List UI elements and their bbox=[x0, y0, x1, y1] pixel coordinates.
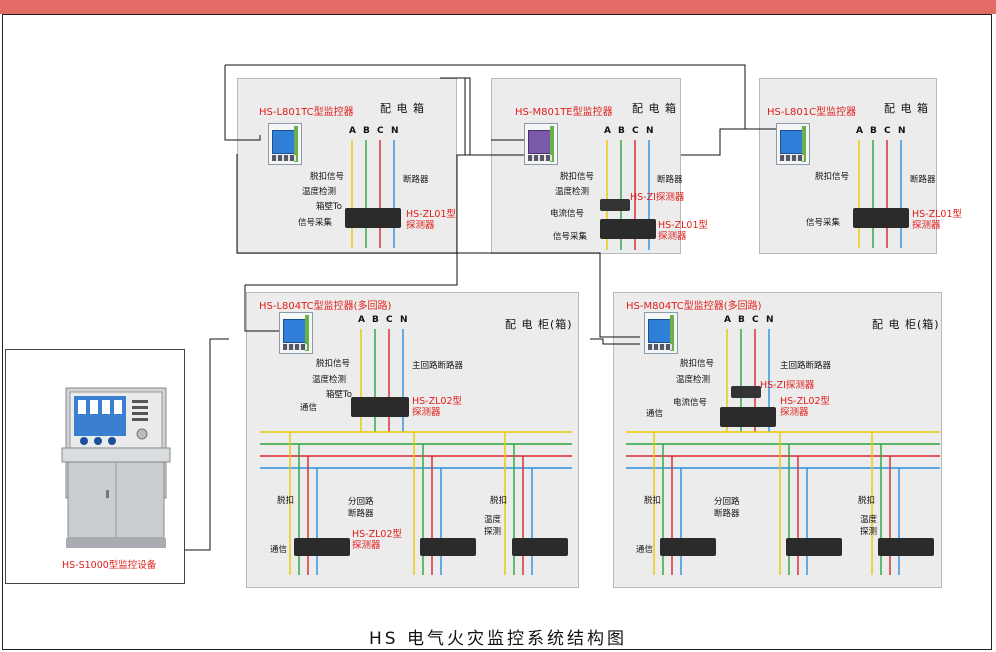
panel1-label: 配 电 箱 bbox=[380, 102, 425, 115]
panel1-boxwall: 箱壁To bbox=[316, 202, 342, 212]
console-cabinet-icon bbox=[61, 387, 171, 548]
panel2-breaker: 断路器 bbox=[657, 175, 683, 185]
panel3-title: HS-L801C型监控器 bbox=[767, 107, 857, 118]
panel2-zi-label: HS-ZI探测器 bbox=[630, 192, 685, 203]
panel3-label: 配 电 箱 bbox=[884, 102, 929, 115]
monitor-device-icon bbox=[268, 123, 302, 165]
panel4-title: HS-L804TC型监控器(多回路) bbox=[259, 301, 392, 312]
panel5-trip: 脱扣信号 bbox=[680, 359, 715, 369]
panel5-label: 配 电 柜(箱) bbox=[872, 318, 940, 331]
panel4-sub-temp: 温度 探测 bbox=[484, 515, 502, 537]
detector-box-icon bbox=[853, 208, 909, 228]
phase-n: N bbox=[400, 315, 408, 325]
ct-sensor-icon bbox=[731, 386, 761, 398]
phase-n: N bbox=[391, 126, 399, 136]
panel1-trip: 脱扣信号 bbox=[310, 172, 345, 182]
detector-box-icon bbox=[351, 397, 409, 417]
panel3-breaker: 断路器 bbox=[910, 175, 936, 185]
panel5-main-breaker: 主回路断路器 bbox=[780, 361, 832, 371]
panel5-zi-label: HS-ZI探测器 bbox=[760, 380, 815, 391]
detector-box-icon bbox=[294, 538, 350, 556]
panel2-collect: 信号采集 bbox=[553, 232, 588, 242]
diagram-frame bbox=[2, 14, 992, 650]
phase-a: A bbox=[724, 315, 731, 325]
detector-box-icon bbox=[345, 208, 401, 228]
panel3-detector-label: HS-ZL01型 探测器 bbox=[912, 209, 962, 231]
panel2-current: 电流信号 bbox=[550, 209, 585, 219]
phase-a: A bbox=[349, 126, 356, 136]
top-accent-bar bbox=[0, 0, 996, 14]
panel5-sub-trip: 脱扣 bbox=[644, 496, 662, 506]
panel4-label: 配 电 柜(箱) bbox=[505, 318, 573, 331]
phase-c: C bbox=[632, 126, 639, 136]
panel5-sub-comm: 通信 bbox=[636, 545, 654, 555]
phase-b: B bbox=[618, 126, 625, 136]
panel4-sub-detector-label: HS-ZL02型 探测器 bbox=[352, 529, 402, 551]
panel4-sub-trip2: 脱扣 bbox=[490, 496, 508, 506]
monitor-device-icon bbox=[524, 123, 558, 165]
phase-c: C bbox=[386, 315, 393, 325]
phase-a: A bbox=[856, 126, 863, 136]
panel1-temp: 温度检测 bbox=[302, 187, 337, 197]
phase-b: B bbox=[363, 126, 370, 136]
panel1-detector-label: HS-ZL01型 探测器 bbox=[406, 209, 456, 231]
monitor-device-icon bbox=[776, 123, 810, 165]
monitor-device-icon bbox=[279, 312, 313, 354]
phase-c: C bbox=[884, 126, 891, 136]
panel4-sub-trip: 脱扣 bbox=[277, 496, 295, 506]
phase-a: A bbox=[358, 315, 365, 325]
panel5-title: HS-M804TC型监控器(多回路) bbox=[626, 301, 762, 312]
detector-box-icon bbox=[878, 538, 934, 556]
panel1-breaker: 断路器 bbox=[403, 175, 429, 185]
phase-b: B bbox=[372, 315, 379, 325]
panel3-trip: 脱扣信号 bbox=[815, 172, 850, 182]
panel4-sub-breaker: 分回路 断路器 bbox=[348, 497, 374, 519]
phase-n: N bbox=[646, 126, 654, 136]
phase-a: A bbox=[604, 126, 611, 136]
diagram-caption: HS 电气火灾监控系统结构图 bbox=[369, 629, 627, 649]
panel4-boxwall: 箱壁To bbox=[326, 390, 352, 400]
panel4-sub-comm: 通信 bbox=[270, 545, 288, 555]
panel5-sub-breaker: 分回路 断路器 bbox=[714, 497, 740, 519]
ct-sensor-icon bbox=[600, 199, 630, 211]
panel2-trip: 脱扣信号 bbox=[560, 172, 595, 182]
panel2-detector-label: HS-ZL01型 探测器 bbox=[658, 220, 708, 242]
s1000-label: HS-S1000型监控设备 bbox=[62, 560, 157, 571]
monitor-device-icon bbox=[644, 312, 678, 354]
detector-box-icon bbox=[720, 407, 776, 427]
detector-box-icon bbox=[786, 538, 842, 556]
phase-n: N bbox=[766, 315, 774, 325]
panel5-sub-trip2: 脱扣 bbox=[858, 496, 876, 506]
phase-b: B bbox=[738, 315, 745, 325]
panel3-collect: 信号采集 bbox=[806, 218, 841, 228]
detector-box-icon bbox=[660, 538, 716, 556]
panel2-title: HS-M801TE型监控器 bbox=[515, 107, 613, 118]
panel4-main-breaker: 主回路断路器 bbox=[412, 361, 464, 371]
s1000-box: HS-S1000型监控设备 bbox=[5, 349, 185, 584]
panel4-detector-label: HS-ZL02型 探测器 bbox=[412, 396, 462, 418]
phase-b: B bbox=[870, 126, 877, 136]
panel5-temp: 温度检测 bbox=[676, 375, 711, 385]
detector-box-icon bbox=[420, 538, 476, 556]
detector-box-icon bbox=[600, 219, 656, 239]
panel4-comm: 通信 bbox=[300, 403, 318, 413]
panel5-current: 电流信号 bbox=[673, 398, 708, 408]
panel4-trip: 脱扣信号 bbox=[316, 359, 351, 369]
panel2-temp: 温度检测 bbox=[555, 187, 590, 197]
phase-n: N bbox=[898, 126, 906, 136]
detector-box-icon bbox=[512, 538, 568, 556]
panel1-title: HS-L801TC型监控器 bbox=[259, 107, 354, 118]
phase-c: C bbox=[752, 315, 759, 325]
panel4-temp: 温度检测 bbox=[312, 375, 347, 385]
panel5-detector-label: HS-ZL02型 探测器 bbox=[780, 396, 830, 418]
panel5-sub-temp: 温度 探测 bbox=[860, 515, 878, 537]
panel2-label: 配 电 箱 bbox=[632, 102, 677, 115]
phase-c: C bbox=[377, 126, 384, 136]
panel1-collect: 信号采集 bbox=[298, 218, 333, 228]
panel5-comm: 通信 bbox=[646, 409, 664, 419]
